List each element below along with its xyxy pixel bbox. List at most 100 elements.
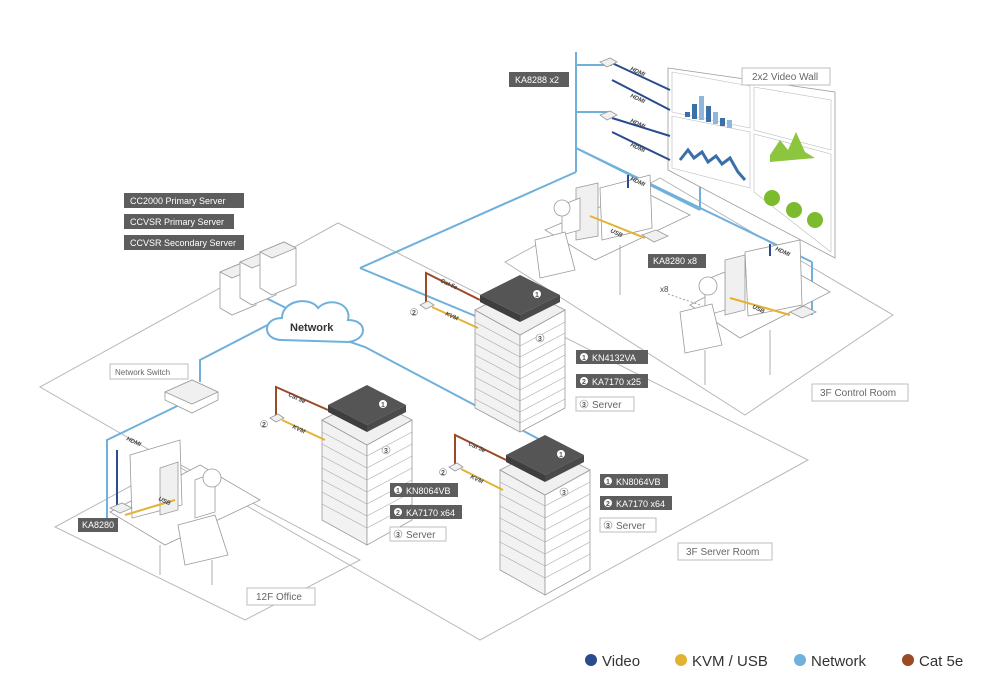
rack-right-list: 1 KN8064VB 2 KA7170 x64 3 Server xyxy=(599,474,672,533)
usb-label: USB xyxy=(157,496,172,507)
control-room-tag xyxy=(811,383,909,402)
num-1: 1 xyxy=(381,402,385,409)
num-3-badge xyxy=(559,487,569,497)
ccvsr-primary-tag xyxy=(124,214,234,229)
num-3-badge xyxy=(535,333,545,343)
legend-kvm-swatch xyxy=(675,654,687,666)
legend-video-label: Video xyxy=(602,653,640,670)
legend-cat5e-label: Cat 5e xyxy=(919,653,963,670)
x8-dotted-line xyxy=(667,293,701,306)
svg-text:3: 3 xyxy=(606,523,610,530)
rack-right-item1: KN8064VB xyxy=(616,477,661,487)
cc2000-tag xyxy=(124,193,244,208)
num-2: 2 xyxy=(412,310,416,317)
svg-text:2: 2 xyxy=(396,510,400,517)
ka8288-tag xyxy=(509,72,569,87)
network-switch-label: Network Switch xyxy=(115,368,170,377)
legend-cat5e-swatch xyxy=(902,654,914,666)
wall-area-chart xyxy=(770,132,815,162)
rack-left-item2: KA7170 x64 xyxy=(406,508,455,518)
kvm-label: KVM xyxy=(291,424,307,435)
hdmi-label: HDMI xyxy=(125,436,142,448)
ka7170-device xyxy=(419,300,435,310)
main-floor-outline xyxy=(38,222,810,641)
ka8280-label: KA8280 xyxy=(82,520,114,530)
num-3-badge xyxy=(381,445,391,455)
num-1-badge xyxy=(379,400,387,408)
wall-gauge-1 xyxy=(764,190,780,206)
control-workstation-2 xyxy=(679,239,831,385)
hdmi-label: HDMI xyxy=(629,142,646,154)
num-3: 3 xyxy=(538,336,542,343)
rack-right-item3: Server xyxy=(616,521,646,532)
num-1-badge xyxy=(533,290,541,298)
ka8288-label: KA8288 x2 xyxy=(515,75,559,85)
server-room-tag xyxy=(677,542,773,561)
video-wall xyxy=(667,67,836,259)
legend-kvm-label: KVM / USB xyxy=(692,653,768,670)
rack-left-item1: KN8064VB xyxy=(406,486,451,496)
num-1: 1 xyxy=(559,452,563,459)
cat5e-label: Cat 5e xyxy=(287,392,306,405)
legend: Video KVM / USB Network Cat 5e xyxy=(585,653,963,670)
rack-control-item2: KA7170 x25 xyxy=(592,377,641,387)
video-wall-tag xyxy=(741,67,831,86)
rack-right-item2: KA7170 x64 xyxy=(616,499,665,509)
num-1-badge xyxy=(557,450,565,458)
ka8280-x8-label: KA8280 x8 xyxy=(653,256,697,266)
rack-control-item3: Server xyxy=(592,400,622,411)
rack-control xyxy=(474,275,566,433)
ka8288-device-2 xyxy=(599,110,618,121)
usb-label: USB xyxy=(751,304,766,315)
svg-text:2: 2 xyxy=(606,501,610,508)
cat5e-label: Cat 5e xyxy=(439,278,458,291)
ccvsr-secondary-label: CCVSR Secondary Server xyxy=(130,238,236,248)
wall-wave-chart xyxy=(678,147,747,181)
legend-video-swatch xyxy=(585,654,597,666)
rack-left xyxy=(321,385,413,546)
ka8288-device-1 xyxy=(599,57,618,68)
wall-gauge-2 xyxy=(786,202,802,218)
ka8280-tag xyxy=(78,518,118,532)
kvm-label: KVM xyxy=(444,311,460,322)
x8-label: x8 xyxy=(660,285,669,294)
legend-network-label: Network xyxy=(811,653,867,670)
cc2000-label: CC2000 Primary Server xyxy=(130,196,226,206)
ka8280-x8-tag xyxy=(648,254,706,268)
rack-left-item3: Server xyxy=(406,530,436,541)
network-label: Network xyxy=(290,322,334,334)
network-switch-tag xyxy=(109,363,189,380)
svg-text:1: 1 xyxy=(582,355,586,362)
num-2: 2 xyxy=(262,422,266,429)
network-cloud: Network xyxy=(266,300,364,344)
rack-control-item1: KN4132VA xyxy=(592,353,636,363)
rack-right xyxy=(499,435,591,596)
control-room-label: 3F Control Room xyxy=(820,388,896,399)
num-2-badge xyxy=(260,420,268,428)
usb-label: USB xyxy=(609,228,624,239)
video-wall-label: 2x2 Video Wall xyxy=(752,72,818,83)
rack-left-list: 1 KN8064VB 2 KA7170 x64 3 Server xyxy=(389,483,462,542)
office-workstation xyxy=(109,439,261,585)
ka7170-device xyxy=(448,462,464,472)
ccvsr-secondary-tag xyxy=(124,235,244,250)
legend-network-swatch xyxy=(794,654,806,666)
svg-text:1: 1 xyxy=(396,488,400,495)
hdmi-label: HDMI xyxy=(629,66,646,78)
num-2: 2 xyxy=(441,470,445,477)
cat5e-label: Cat 5e xyxy=(467,441,486,454)
num-2-badge xyxy=(439,468,447,476)
wall-bar-chart xyxy=(685,96,732,128)
server-cluster xyxy=(219,241,297,316)
num-1: 1 xyxy=(535,292,539,299)
num-3: 3 xyxy=(562,490,566,497)
num-3: 3 xyxy=(384,448,388,455)
control-workstation-1 xyxy=(534,174,691,295)
num-2-badge xyxy=(410,308,418,316)
svg-text:3: 3 xyxy=(582,402,586,409)
ka7170-device xyxy=(269,413,285,423)
rack-control-list: 1 KN4132VA 2 KA7170 x25 3 Server xyxy=(575,350,648,412)
server-room-label: 3F Server Room xyxy=(686,547,759,558)
svg-text:2: 2 xyxy=(582,379,586,386)
